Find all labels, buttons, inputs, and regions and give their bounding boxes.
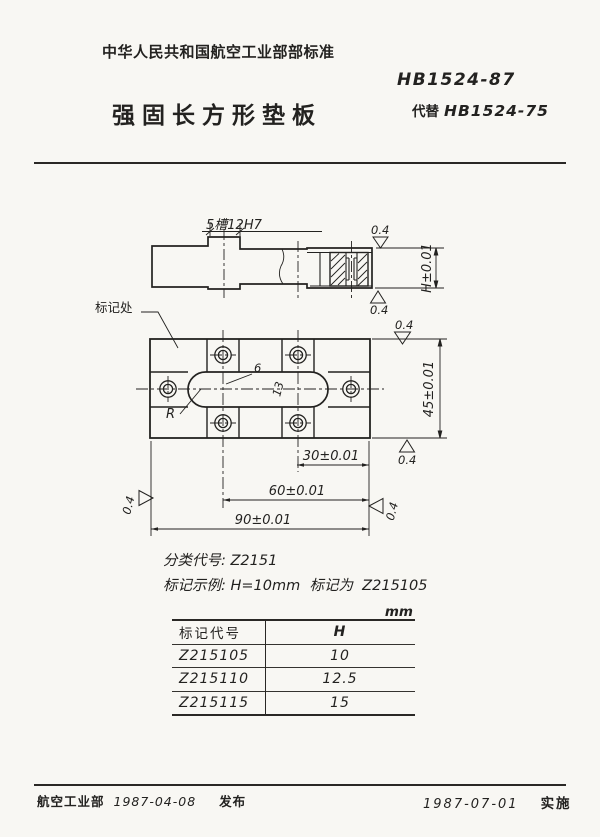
plan-view [136, 311, 447, 536]
plan-finish-marks [138, 331, 416, 515]
footer-divider [34, 784, 566, 786]
issue-date: 1987-04-08 [113, 794, 197, 809]
finish-value: 0.4 [395, 318, 413, 332]
center-slot [187, 371, 329, 408]
issue-action: 发布 [219, 794, 247, 809]
unit-label: mm [384, 604, 413, 620]
table-row: Z215115 15 [172, 692, 415, 715]
plan-centerlines [136, 330, 384, 508]
surface-finish-icon [393, 331, 412, 345]
table-cell-h: 15 [330, 695, 350, 712]
slot-width-value: 6 [254, 361, 261, 375]
classification-code-line: 分类代号: Z2151 [163, 553, 278, 569]
dim-60-value: 60±0.01 [269, 484, 325, 499]
mark-location-label: 标记处 [95, 300, 133, 315]
finish-value: 0.4 [383, 501, 401, 522]
table-row: Z215105 10 [172, 645, 415, 669]
surface-finish-icon [138, 489, 155, 507]
marking-code-table: mm 标记代号 H Z215105 10 Z215110 12.5 Z21511… [172, 604, 415, 717]
finish-value: 0.4 [398, 453, 416, 467]
side-section-view [151, 223, 444, 304]
h-dim-value: H±0.01 [420, 243, 435, 293]
h-dimension [375, 247, 444, 289]
table-cell-code: Z215105 [179, 647, 250, 664]
table-cell-h: 10 [330, 647, 350, 664]
footer-implementation-info: 1987-07-01 实施 [423, 792, 572, 812]
surface-finish-icon [372, 236, 389, 249]
side-centerlines [223, 229, 352, 298]
replaces-label: 代替 [412, 104, 439, 120]
footer-issue-info: 航空工业部 1987-04-08 发布 [37, 791, 246, 810]
table-header-h: H [333, 624, 347, 641]
dim-90-value: 90±0.01 [235, 513, 291, 528]
table-cell-code: Z215115 [179, 695, 250, 712]
dim-45-value: 45±0.01 [422, 361, 437, 417]
dim-30-value: 30±0.01 [303, 449, 359, 464]
marking-example-line: 标记示例: H=10mm 标记为 Z215105 [163, 578, 428, 594]
break-line [278, 248, 285, 285]
surface-finish-icon [367, 497, 384, 515]
table-cell-h: 12.5 [322, 671, 358, 688]
surface-finish-icon [398, 439, 416, 453]
slot-note-dim [202, 223, 322, 236]
table-cell-code: Z215110 [179, 671, 250, 688]
plate-outline [149, 338, 371, 439]
side-view-outline [151, 236, 373, 290]
table-header-row: 标记代号 H [172, 621, 415, 645]
finish-value: 0.4 [370, 303, 388, 317]
header-divider [34, 162, 566, 164]
leader-lines [141, 311, 253, 415]
section-hole [345, 252, 358, 286]
standard-number: HB1524-87 [397, 70, 516, 90]
standard-org-title: 中华人民共和国航空工业部部标准 [102, 43, 335, 61]
implementation-action: 实施 [540, 796, 572, 812]
hatching [330, 253, 368, 286]
groove-lines [206, 339, 315, 438]
implementation-date: 1987-07-01 [423, 797, 519, 812]
table-header-code: 标记代号 [179, 626, 241, 643]
surface-finish-icon [369, 290, 387, 304]
table-row: Z215110 12.5 [172, 668, 415, 692]
replaces-number: HB1524-75 [444, 102, 549, 120]
radius-label: R [166, 407, 175, 422]
finish-value: 0.4 [119, 495, 137, 516]
section-rib [329, 251, 369, 287]
issuer-name: 航空工业部 [37, 794, 105, 809]
page-title: 强固长方形垫板 [112, 103, 322, 129]
slot-note-label: 5槽12H7 [206, 218, 263, 233]
slot-length-value: 13 [269, 380, 286, 398]
table-column-divider [265, 621, 267, 715]
finish-value: 0.4 [371, 223, 389, 237]
dims-bottom [150, 441, 370, 536]
replaces-note: 代替 HB1524-75 [412, 100, 549, 120]
dim-45 [372, 338, 447, 439]
